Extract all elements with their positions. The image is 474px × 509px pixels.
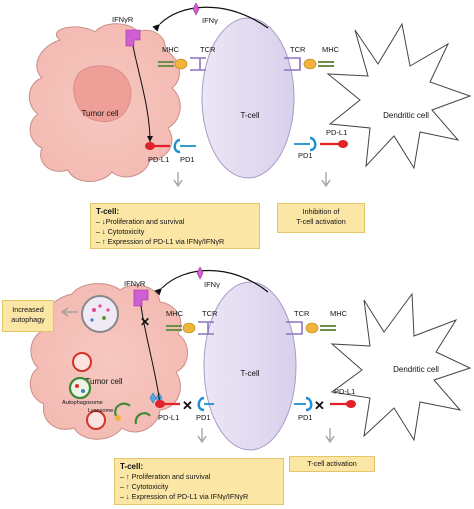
top-panel: Tumor cell T-cell Dendritic cell IFNγ IF… (28, 2, 472, 188)
ifngr-receptor-top (125, 29, 141, 47)
increased-autophagy-line-2: autophagy (11, 315, 45, 324)
tcr-left-top (190, 57, 206, 71)
ifngr-signal-bottom (140, 305, 161, 405)
block-x-right: ✕ (314, 398, 325, 413)
autophagosome-icon (68, 376, 92, 400)
tcell-effect-line-1-top: – ↓Proliferation and survival (96, 217, 185, 226)
tcell-effect-line-3-top: – ↑ Expression of PD-L1 via IFNγ/IFNγR (96, 237, 225, 246)
tcell-effects-title-bottom: T-cell: (120, 462, 144, 471)
antigen-left-bottom (182, 322, 196, 334)
phagophore-2 (134, 412, 151, 425)
pd1-right-top (309, 136, 317, 152)
tcr-label-left-bottom: TCR (202, 309, 218, 318)
ifngr-signal-arrow-top (132, 45, 153, 143)
tcr-left-bottom (198, 321, 214, 335)
pd1-label-right-top: PD1 (298, 151, 313, 160)
autophagosome-large (81, 295, 119, 333)
t-cell-label-top: T-cell (240, 111, 259, 120)
tumor-nucleus-top (73, 65, 132, 122)
dendritic-cell-top (326, 22, 472, 170)
ifng-molecule-top (192, 2, 200, 16)
pdl1-right-head-top (338, 140, 348, 148)
increased-autophagy-line-1: Increased (12, 305, 44, 314)
tcr-label-right-top: TCR (290, 45, 306, 54)
ifng-label-bottom: IFNγ (204, 280, 220, 289)
bottom-panel: Tumor cell Autophagosome Lysosome T-cell… (29, 266, 472, 451)
ifng-molecule-bottom (196, 266, 204, 280)
mhc-label-right-bottom: MHC (330, 309, 348, 318)
vesicle-red-2 (86, 410, 106, 430)
pdl1-left-head-bottom (155, 400, 165, 408)
inhibition-box-top: Inhibition of T-cell activation (277, 203, 365, 233)
pdl1-label-right-top: PD-L1 (326, 128, 347, 137)
antigen-right-bottom (305, 322, 319, 334)
pd1-label-right-bottom: PD1 (298, 413, 313, 422)
pd1-right-bottom (305, 396, 313, 412)
t-cell-bottom (203, 281, 297, 451)
t-cell-label-bottom: T-cell (240, 369, 259, 378)
left-arrow-autophagy (60, 307, 78, 317)
tcr-right-top (284, 57, 301, 71)
pdl1-label-left-top: PD-L1 (148, 155, 169, 164)
autophagosome-label: Autophagosome (62, 400, 103, 406)
inhibition-line-2: T-cell activation (296, 217, 346, 226)
ifng-label-top: IFNγ (202, 16, 218, 25)
ifng-arrow-bottom (154, 269, 269, 296)
ifngr-receptor-bottom (133, 289, 149, 307)
tumor-cell-bottom (29, 283, 188, 440)
tcr-label-left-top: TCR (200, 45, 216, 54)
pdl1-right-head-bottom (346, 400, 356, 408)
ifngr-label-top: IFNγR (112, 15, 134, 24)
ifng-arrow-top (152, 6, 269, 32)
pdl1-label-left-bottom: PD-L1 (158, 413, 179, 422)
dendritic-cell-label-bottom: Dendritic cell (393, 365, 439, 374)
pdl1-label-right-bottom: PD-L1 (334, 387, 355, 396)
tcr-label-right-bottom: TCR (294, 309, 310, 318)
down-arrow-left-top (173, 172, 183, 188)
lysosome-label: Lysosome (88, 408, 113, 414)
vesicle-red-1 (72, 352, 92, 372)
t-cell-top (201, 17, 295, 179)
increased-autophagy-box: Increased autophagy (2, 300, 54, 332)
block-x-upper: ✕ (140, 315, 150, 329)
tcell-effect-line-1-bottom: – ↑ Proliferation and survival (120, 472, 211, 481)
tcell-effect-line-2-top: – ↓ Cytotoxicity (96, 227, 145, 236)
dendritic-cell-label-top: Dendritic cell (383, 111, 429, 120)
down-arrow-left-bottom (197, 428, 207, 444)
tcell-activation-box-bottom: T-cell activation (289, 456, 375, 472)
tcell-effects-box-top: T-cell: – ↓Proliferation and survival – … (90, 203, 260, 249)
block-x-left: ✕ (182, 398, 193, 413)
pd1-label-left-bottom: PD1 (196, 413, 211, 422)
down-arrow-right-bottom (325, 428, 335, 444)
down-arrow-right-top (321, 172, 331, 188)
tumor-cell-label-bottom: Tumor cell (85, 377, 122, 386)
pd1-left-bottom (197, 396, 205, 412)
phagophore-1 (114, 402, 131, 417)
inhibition-line-1: Inhibition of (302, 207, 340, 216)
tumor-cell-label-top: Tumor cell (81, 109, 118, 118)
tcell-effects-title-top: T-cell: (96, 207, 120, 216)
tcell-effects-box-bottom: T-cell: – ↑ Proliferation and survival –… (114, 458, 284, 505)
pdl1-left-head-top (145, 142, 155, 150)
mhc-label-right-top: MHC (322, 45, 340, 54)
tcell-effect-line-2-bottom: – ↑ Cytotoxicity (120, 482, 169, 491)
tcell-effect-line-3-bottom: – ↓ Expression of PD-L1 via IFNγ/IFNγR (120, 492, 249, 501)
pd1-label-left-top: PD1 (180, 155, 195, 164)
mhc-label-left-top: MHC (162, 45, 180, 54)
mhc-label-left-bottom: MHC (166, 309, 184, 318)
tcell-activation-line: T-cell activation (307, 459, 357, 468)
tcr-right-bottom (286, 321, 303, 335)
antigen-left-top (174, 58, 188, 70)
pd1-left-top (173, 138, 181, 154)
antigen-right-top (303, 58, 317, 70)
dendritic-cell-bottom (330, 292, 472, 442)
ifngr-label-bottom: IFNγR (124, 279, 146, 288)
